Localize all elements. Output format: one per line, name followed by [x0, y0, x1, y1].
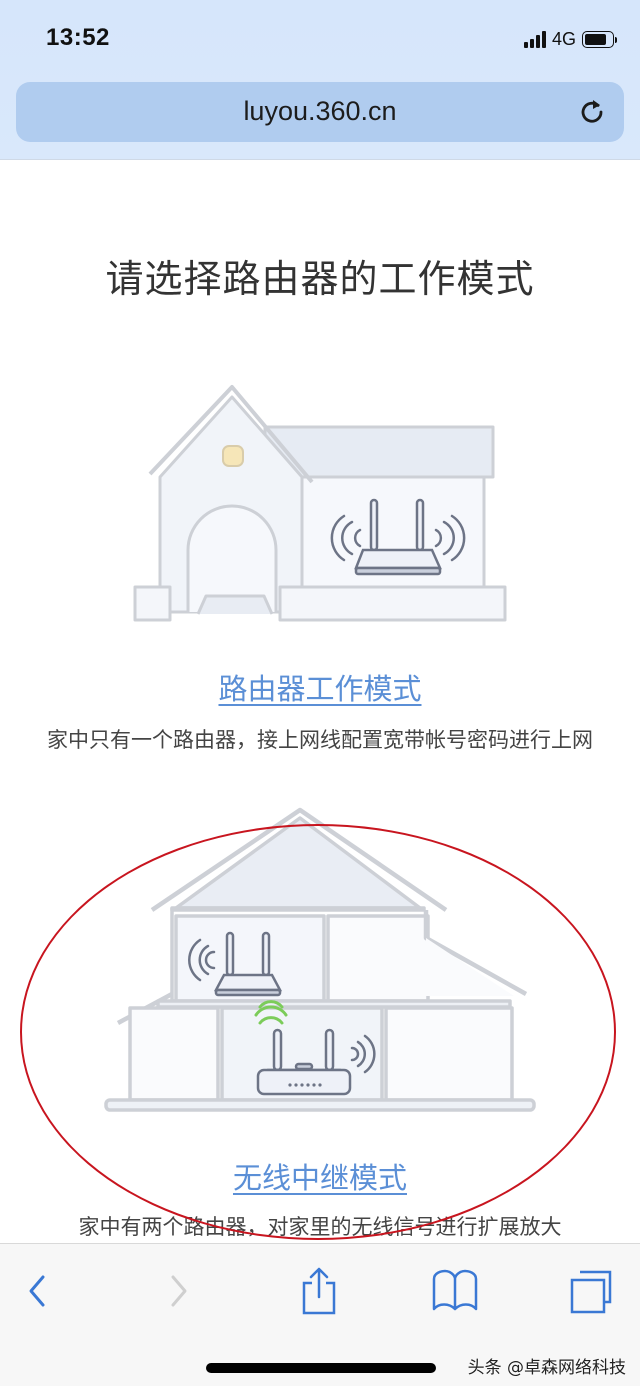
browser-top-bar: 13:52 4G luyou.360.cn [0, 0, 640, 160]
chevron-left-icon [25, 1271, 49, 1315]
status-indicators: 4G [523, 28, 617, 50]
page-title: 请选择路由器的工作模式 [105, 257, 535, 301]
watermark: 头条 @卓森网络科技 [467, 1358, 626, 1378]
signal-strength-icon [523, 30, 546, 48]
network-type: 4G [551, 28, 576, 49]
bookmarks-button[interactable] [430, 1268, 480, 1318]
battery-icon [582, 30, 617, 48]
tabs-icon [568, 1268, 614, 1318]
back-button[interactable] [12, 1268, 62, 1318]
single-house-router-illustration[interactable] [130, 382, 510, 627]
two-floor-house-repeater-illustration[interactable] [100, 798, 540, 1116]
browser-bottom-toolbar: 头条 @卓森网络科技 [0, 1243, 640, 1386]
home-indicator[interactable] [206, 1363, 436, 1373]
book-icon [431, 1269, 479, 1317]
chevron-right-icon [167, 1271, 191, 1315]
tabs-button[interactable] [566, 1268, 616, 1318]
address-bar[interactable]: luyou.360.cn [16, 82, 624, 142]
wireless-repeater-mode-link[interactable]: 无线中继模式 [232, 1161, 407, 1195]
share-button[interactable] [294, 1265, 344, 1321]
forward-button[interactable] [154, 1268, 204, 1318]
reload-icon[interactable] [576, 96, 608, 128]
wireless-repeater-mode-description: 家中有两个路由器，对家里的无线信号进行扩展放大 [78, 1215, 562, 1239]
status-time: 13:52 [46, 24, 110, 51]
router-mode-description: 家中只有一个路由器，接上网线配置宽带帐号密码进行上网 [47, 728, 593, 752]
url-text[interactable]: luyou.360.cn [243, 96, 397, 126]
share-icon [299, 1265, 339, 1321]
router-mode-link[interactable]: 路由器工作模式 [218, 672, 422, 706]
